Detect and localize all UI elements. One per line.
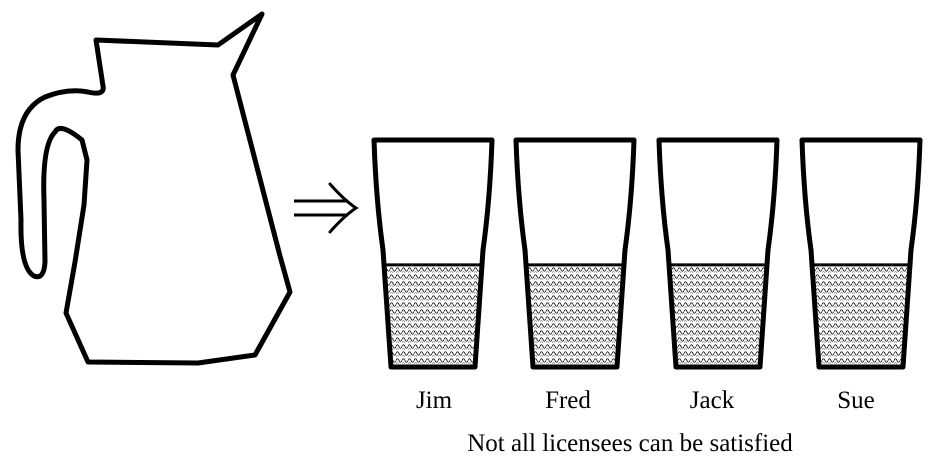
glass-icon	[513, 137, 637, 370]
glasses-group	[371, 137, 923, 370]
glass-outline	[513, 137, 637, 370]
liquid-fill	[811, 264, 911, 367]
glass-outline	[371, 137, 495, 370]
liquid-fill	[525, 264, 625, 367]
glass-label-jack: Jack	[689, 387, 735, 414]
liquid-fill	[668, 264, 768, 367]
pitcher-icon	[15, 11, 293, 366]
glass-label-fred: Fred	[545, 387, 591, 414]
glass-icon	[799, 137, 923, 370]
glass-icon	[371, 137, 495, 370]
glass-label-jim: Jim	[415, 387, 453, 414]
glass-icon	[656, 137, 780, 370]
implies-arrow-icon	[294, 182, 359, 234]
liquid-fill	[383, 264, 483, 367]
glass-outline	[656, 137, 780, 370]
glass-outline	[799, 137, 923, 370]
caption-text: Not all licensees can be satisfied	[467, 430, 793, 457]
glass-label-sue: Sue	[837, 387, 875, 414]
